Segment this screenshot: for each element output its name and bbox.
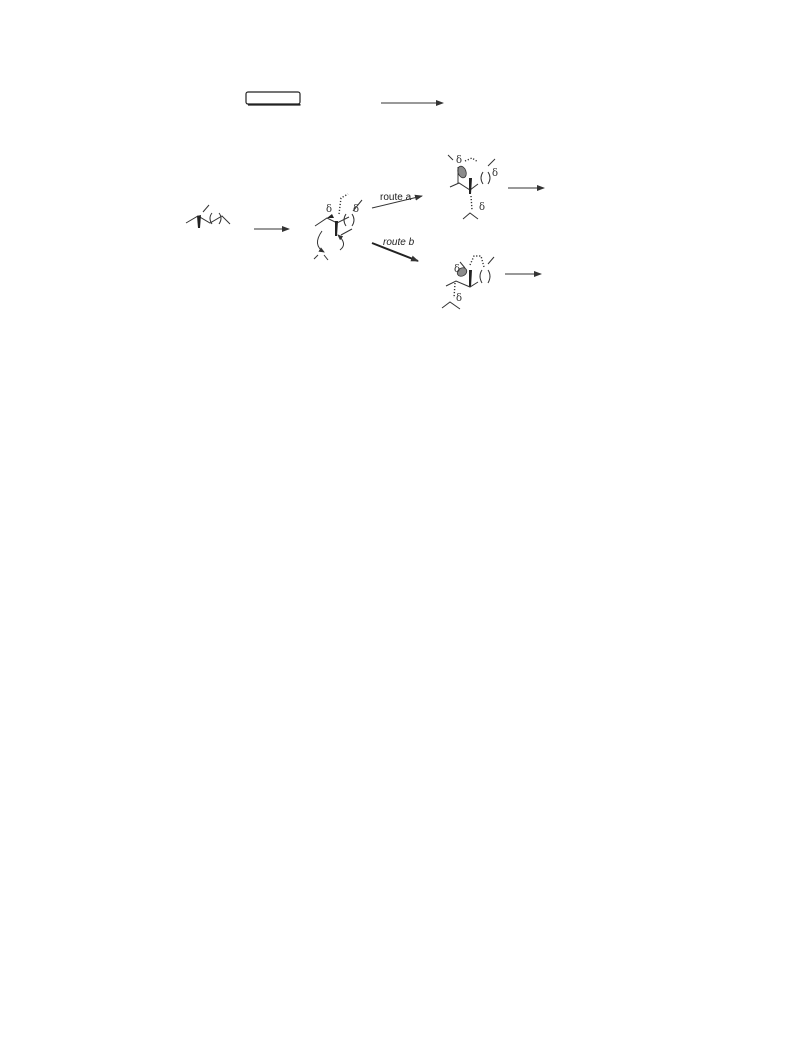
route-a-arrow (371, 194, 423, 209)
route-a-product-structure (447, 154, 496, 220)
delta-label: δ (479, 202, 485, 213)
route-b-product-structure (441, 255, 495, 310)
orbital-lobe (456, 267, 468, 277)
intermediate-structure (313, 193, 363, 261)
route-b-arrow (371, 242, 419, 262)
delta-label: δ (326, 204, 332, 215)
delta-label: δ (456, 293, 462, 304)
route-a-label: route a (380, 192, 412, 203)
delta-label: δ (456, 155, 462, 166)
starting-material-structure (185, 204, 231, 228)
route-b-label: route b (383, 237, 415, 248)
delta-label: δ (492, 168, 498, 179)
delta-label: δ (353, 204, 359, 215)
top-reagent-box (245, 91, 301, 106)
delta-label: δ (454, 264, 460, 275)
